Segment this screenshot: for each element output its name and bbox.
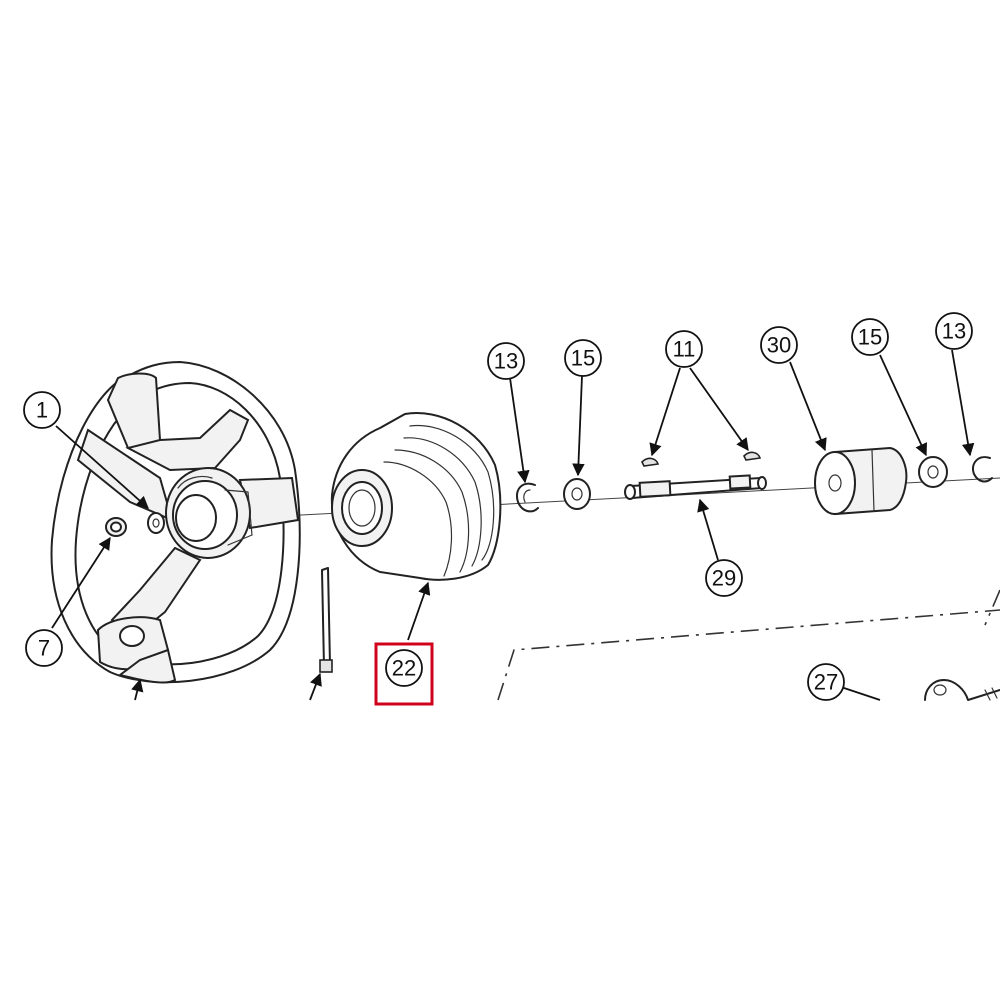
hub-nut: [105, 517, 127, 537]
subassembly-boundary: [497, 609, 1000, 701]
subassembly-boundary-right: [984, 589, 1000, 626]
woodruff-key-right: [743, 451, 762, 461]
svg-text:1: 1: [36, 398, 48, 423]
callout-30: 30: [760, 326, 798, 364]
circlip-left: [516, 482, 539, 513]
svg-text:13: 13: [942, 319, 966, 344]
callout-22: 22: [374, 642, 434, 706]
svg-text:29: 29: [712, 566, 736, 591]
steering-shaft: [624, 474, 767, 500]
svg-text:15: 15: [571, 346, 595, 371]
callout-15-right: 15: [851, 318, 889, 356]
hub-washer: [147, 512, 165, 534]
steering-wheel: [50, 360, 301, 684]
rubber-boot: [330, 412, 502, 581]
callout-13-right: 13: [935, 312, 973, 350]
callout-13-left: 13: [487, 342, 525, 380]
cable-tie: [319, 567, 333, 673]
svg-text:11: 11: [673, 337, 696, 362]
leader-lines: [51, 349, 975, 701]
washer-left: [563, 478, 591, 510]
svg-text:22: 22: [392, 656, 416, 681]
callout-7: 7: [25, 629, 63, 667]
svg-text:13: 13: [494, 349, 518, 374]
callout-1: 1: [23, 391, 61, 429]
washer-right: [918, 456, 948, 488]
steering-housing-partial: [924, 679, 1000, 701]
callout-22-highlight: [374, 642, 434, 706]
svg-text:15: 15: [858, 325, 882, 350]
svg-text:7: 7: [38, 636, 50, 661]
callout-27: 27: [807, 663, 845, 701]
callout-15-left: 15: [564, 339, 602, 377]
svg-text:27: 27: [814, 670, 838, 695]
callout-11: 11: [665, 330, 703, 368]
bushing: [814, 446, 908, 516]
woodruff-key-left: [641, 457, 660, 467]
svg-text:30: 30: [767, 333, 791, 358]
callout-29: 29: [705, 559, 743, 597]
circlip-right: [972, 456, 993, 483]
